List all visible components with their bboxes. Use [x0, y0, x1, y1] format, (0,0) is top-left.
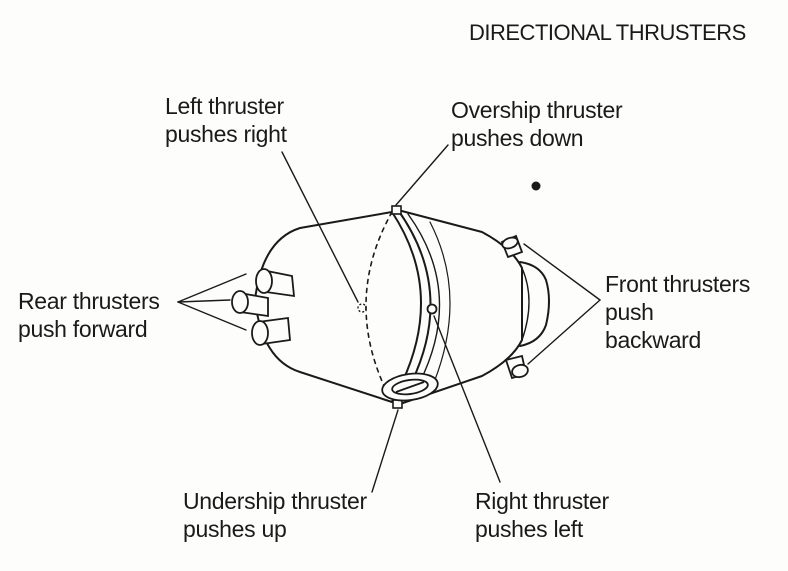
hatch-icon [381, 372, 439, 402]
front-thrusters-icon [500, 234, 529, 380]
label-right-thruster: Right thruster pushes left [475, 487, 609, 543]
leader-left [281, 151, 359, 303]
leader-right [433, 315, 501, 483]
leader-front-1 [523, 243, 601, 301]
label-line: push forward [18, 316, 148, 342]
label-line: Right thruster [475, 488, 609, 514]
rear-thrusters-icon [231, 268, 296, 346]
label-line: Left thruster [165, 93, 284, 119]
leader-rear-3 [177, 301, 247, 331]
label-front-thrusters: Front thrusters push backward [605, 270, 750, 354]
leader-overship [395, 144, 449, 206]
label-line: pushes up [183, 516, 287, 542]
label-line: pushes left [475, 516, 583, 542]
label-line: push [605, 299, 654, 325]
label-line: backward [605, 327, 702, 353]
leader-rear-2 [177, 299, 231, 303]
label-line: pushes down [451, 125, 584, 151]
diagram-title: DIRECTIONAL THRUSTERS [469, 20, 746, 45]
leader-undership [371, 409, 399, 493]
dot-marker [531, 181, 541, 191]
overship-thruster-icon [391, 205, 402, 215]
label-line: Overship thruster [451, 97, 623, 123]
label-line: Rear thrusters [18, 288, 160, 314]
label-line: Undership thruster [183, 488, 367, 514]
label-overship-thruster: Overship thruster pushes down [451, 96, 623, 152]
label-line: pushes right [165, 121, 287, 147]
right-thruster-icon [426, 303, 438, 315]
leader-rear-1 [177, 273, 247, 303]
leader-front-2 [527, 299, 601, 365]
label-rear-thrusters: Rear thrusters push forward [18, 287, 160, 343]
nose-cap [519, 261, 550, 347]
rear-cone [254, 211, 393, 403]
label-undership-thruster: Undership thruster pushes up [183, 487, 367, 543]
hidden-rim-dashed [365, 211, 393, 403]
label-left-thruster: Left thruster pushes right [165, 92, 287, 148]
left-thruster-icon [357, 303, 367, 313]
front-body [397, 209, 523, 405]
label-line: Front thrusters [605, 271, 751, 297]
front-body-shade [429, 221, 451, 393]
nose-ring [521, 267, 530, 341]
